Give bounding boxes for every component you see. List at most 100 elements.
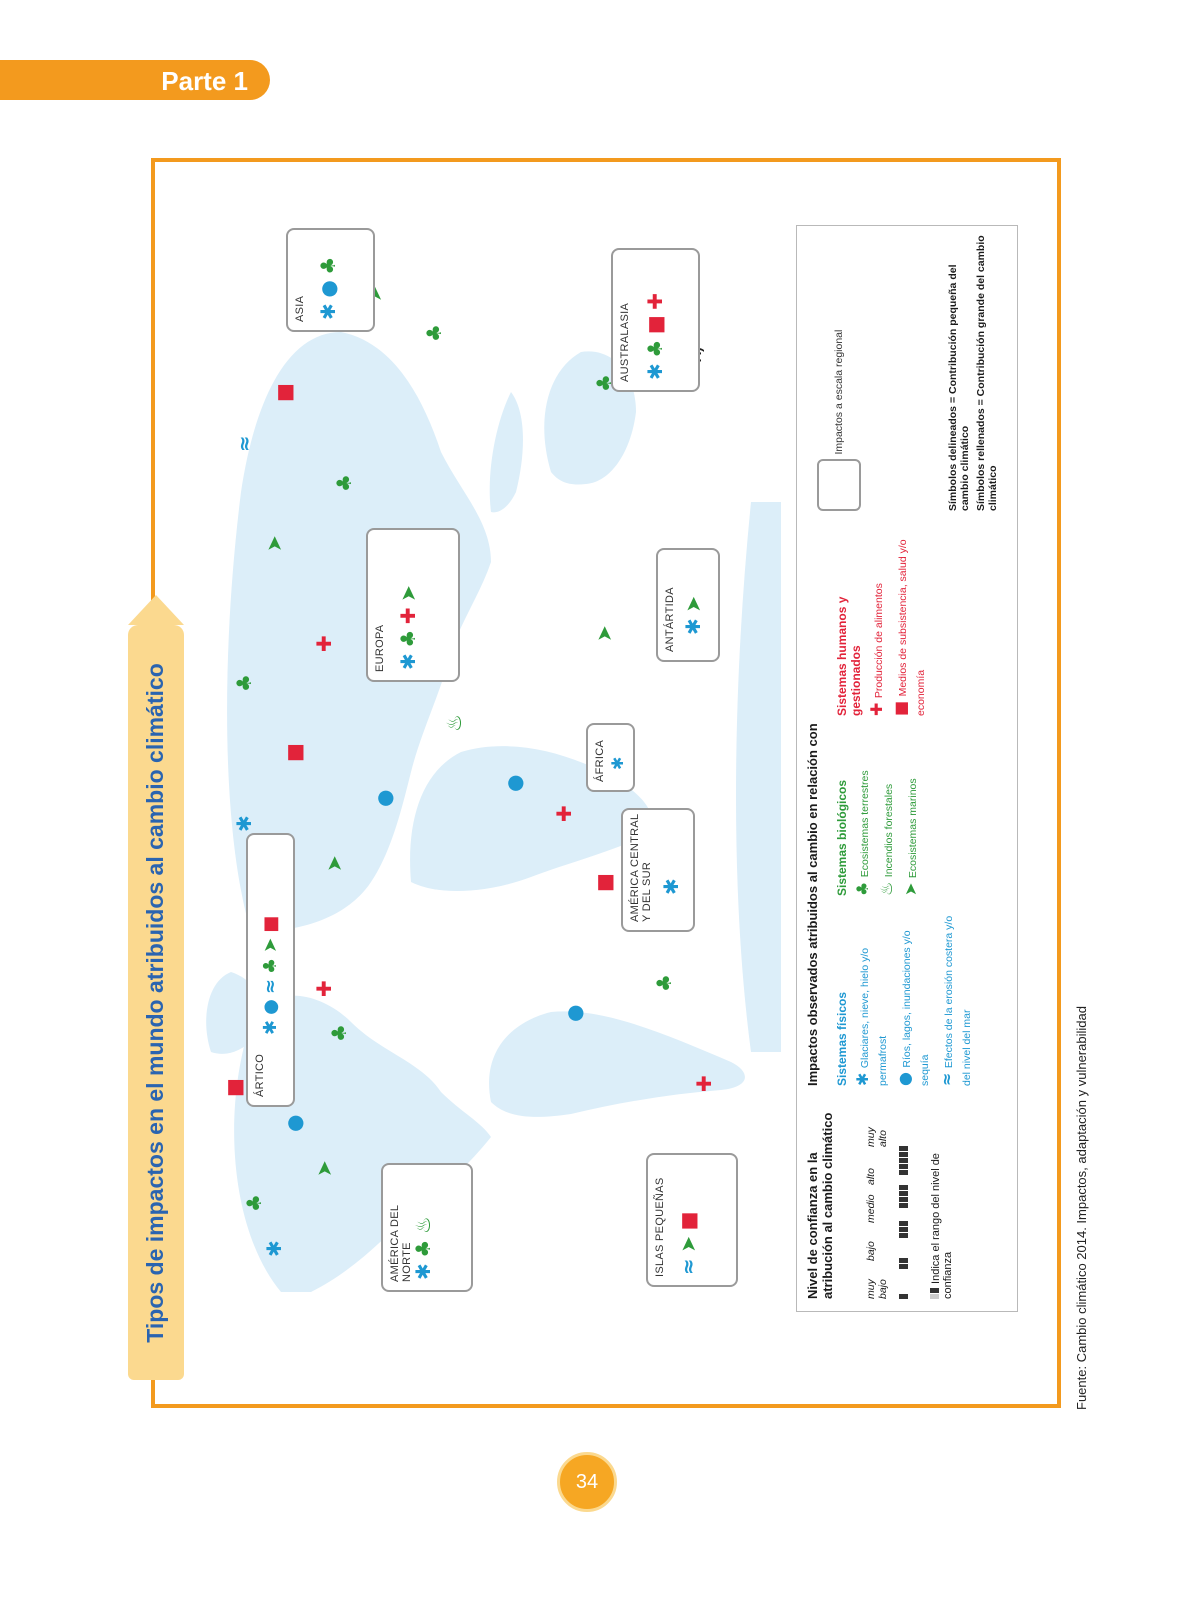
coast-icon: ≈ xyxy=(260,979,281,995)
bars-4 xyxy=(895,1184,913,1208)
region-antarctica: ANTÁRTIDA ✱ ➤ xyxy=(656,548,720,662)
fire-icon: ♨ xyxy=(411,1216,435,1235)
part-label: Parte 1 xyxy=(161,66,248,96)
impacts-legend: Impactos observados atribuidos al cambio… xyxy=(805,526,973,1086)
region-label-small-islands: ISLAS PEQUEÑAS xyxy=(654,1177,666,1277)
food-icon: ✚ xyxy=(867,702,886,716)
glacier-icon: ✱ xyxy=(411,1263,435,1280)
marker-drop-icon: ● xyxy=(562,1005,586,1022)
fish-icon: ➤ xyxy=(396,585,420,602)
level-high: alto xyxy=(865,1168,877,1185)
region-icons: ≈ ➤ ■ xyxy=(676,1211,701,1275)
antarctica-shape xyxy=(736,502,781,1052)
physical-title: Sistemas físicos xyxy=(835,991,849,1086)
food-icon: ✚ xyxy=(643,292,667,310)
filled-note: Símbolos rellenados = Contribución grand… xyxy=(975,235,999,511)
region-icons: ✱ xyxy=(608,756,628,770)
range-note: Indica el rango del nivel de confianza xyxy=(930,1109,954,1299)
food-icon: ✚ xyxy=(396,607,420,625)
confidence-bars xyxy=(895,1145,913,1299)
level-low: bajo xyxy=(865,1241,877,1261)
marker-fish-icon: ➤ xyxy=(592,625,616,642)
fish-icon: ➤ xyxy=(901,882,920,896)
physical-item: ● Ríos, lagos, inundaciones y/o sequía xyxy=(895,906,933,1086)
coast-icon: ≈ xyxy=(937,1072,956,1086)
bars-3 xyxy=(895,1220,913,1239)
coast-icon: ≈ xyxy=(676,1258,700,1275)
region-icons: ✱ ➤ xyxy=(681,595,706,635)
biological-systems: Sistemas biológicos ♣ Ecosistemas terres… xyxy=(835,726,921,896)
glacier-icon: ✱ xyxy=(608,756,627,770)
region-label-arctic: ÁRTICO xyxy=(254,1053,266,1097)
marker-tree-icon: ♣ xyxy=(242,1194,266,1212)
drop-icon: ● xyxy=(316,280,340,298)
level-very-low: muy bajo xyxy=(865,1279,889,1299)
region-central-south-america: AMÉRICA CENTRAL Y DEL SUR ✱ xyxy=(621,808,695,932)
marker-food-icon: ✚ xyxy=(312,980,336,997)
region-africa: ÁFRICA ✱ xyxy=(586,723,635,792)
human-item-label: Producción de alimentos xyxy=(873,583,885,699)
livelihood-icon: ■ xyxy=(643,315,667,335)
marker-coast-icon: ≈ xyxy=(232,435,256,452)
confidence-title: Nivel de confianza en la atribución al c… xyxy=(805,1112,835,1299)
livelihood-icon: ■ xyxy=(260,915,281,933)
marker-livelihood-icon: ■ xyxy=(272,383,296,402)
marker-food-icon: ✚ xyxy=(552,805,576,822)
glacier-icon: ✱ xyxy=(643,363,667,380)
marker-drop-icon: ● xyxy=(282,1115,306,1132)
human-item: ■ Medios de subsistencia, salud y/o econ… xyxy=(891,526,929,716)
biological-title: Sistemas biológicos xyxy=(835,779,849,896)
tree-icon: ♣ xyxy=(396,629,420,648)
bars-2 xyxy=(895,1257,913,1269)
level-medium: medio xyxy=(865,1194,877,1223)
bars-1 xyxy=(895,1293,913,1299)
source-note: Fuente: Cambio climático 2014. Impactos,… xyxy=(1074,1006,1089,1410)
glacier-icon: ✱ xyxy=(316,303,340,320)
human-item: ✚ Producción de alimentos xyxy=(867,526,887,716)
human-systems: Sistemas humanos y gestionados ✚ Producc… xyxy=(835,526,929,716)
part-tab: Parte 1 xyxy=(0,60,270,100)
fish-icon: ➤ xyxy=(260,937,281,953)
region-icons: ✱ ● ≈ ♣ ➤ ■ xyxy=(260,916,281,1035)
human-title: Sistemas humanos y gestionados xyxy=(835,596,863,716)
biological-item-label: Ecosistemas terrestres xyxy=(859,770,871,878)
tree-icon: ♣ xyxy=(853,881,872,896)
glacier-icon: ✱ xyxy=(260,1019,281,1035)
legend: Nivel de confianza en la atribución al c… xyxy=(796,225,1018,1312)
region-asia: ASIA ✱ ● ♣ xyxy=(286,228,375,332)
region-label-europe: EUROPA xyxy=(374,624,386,672)
drop-icon: ● xyxy=(260,999,281,1015)
biological-item-label: Ecosistemas marinos xyxy=(907,778,919,879)
page-number: 34 xyxy=(557,1452,617,1512)
physical-systems: Sistemas físicos ✱ Glaciares, nieve, hie… xyxy=(835,906,975,1086)
marker-tree-icon: ♣ xyxy=(652,974,676,992)
marker-drop-icon: ● xyxy=(372,790,396,807)
marker-fire-icon: ♨ xyxy=(442,714,466,732)
fire-icon: ♨ xyxy=(877,881,896,896)
glacier-icon: ✱ xyxy=(396,653,420,670)
region-label-africa: ÁFRICA xyxy=(594,739,606,782)
marker-food-icon: ✚ xyxy=(692,1075,716,1092)
marker-tree-icon: ♣ xyxy=(232,674,256,692)
marker-fish-icon: ➤ xyxy=(312,1160,336,1177)
region-icons: ✱ ♣ ✚ ➤ xyxy=(396,585,421,670)
bars-5 xyxy=(895,1145,913,1176)
region-arctic: ÁRTICO ✱ ● ≈ ♣ ➤ ■ xyxy=(246,833,295,1107)
europe-asia-shape xyxy=(227,332,491,932)
impacts-title: Impactos observados atribuidos al cambio… xyxy=(805,723,820,1086)
glacier-icon: ✱ xyxy=(853,1072,872,1086)
physical-item-label: Efectos de la erosión costera y/o del ni… xyxy=(943,915,973,1086)
region-label-antarctica: ANTÁRTIDA xyxy=(664,587,676,652)
fish-icon: ➤ xyxy=(681,595,705,613)
physical-item: ✱ Glaciares, nieve, hielo y/o permafrost xyxy=(853,906,891,1086)
title-banner xyxy=(128,595,184,1380)
range-bars xyxy=(930,1287,942,1299)
region-icons: ✱ ♣ ■ ✚ xyxy=(643,292,668,380)
continents xyxy=(206,332,781,1292)
north-america-shape xyxy=(234,995,491,1292)
tree-icon: ♣ xyxy=(643,339,667,358)
marker-fish-icon: ➤ xyxy=(322,855,346,872)
symbol-notes: Símbolos delineados = Contribución peque… xyxy=(947,231,999,511)
marker-tree-icon: ♣ xyxy=(332,474,356,492)
indonesia-shape xyxy=(489,392,523,513)
